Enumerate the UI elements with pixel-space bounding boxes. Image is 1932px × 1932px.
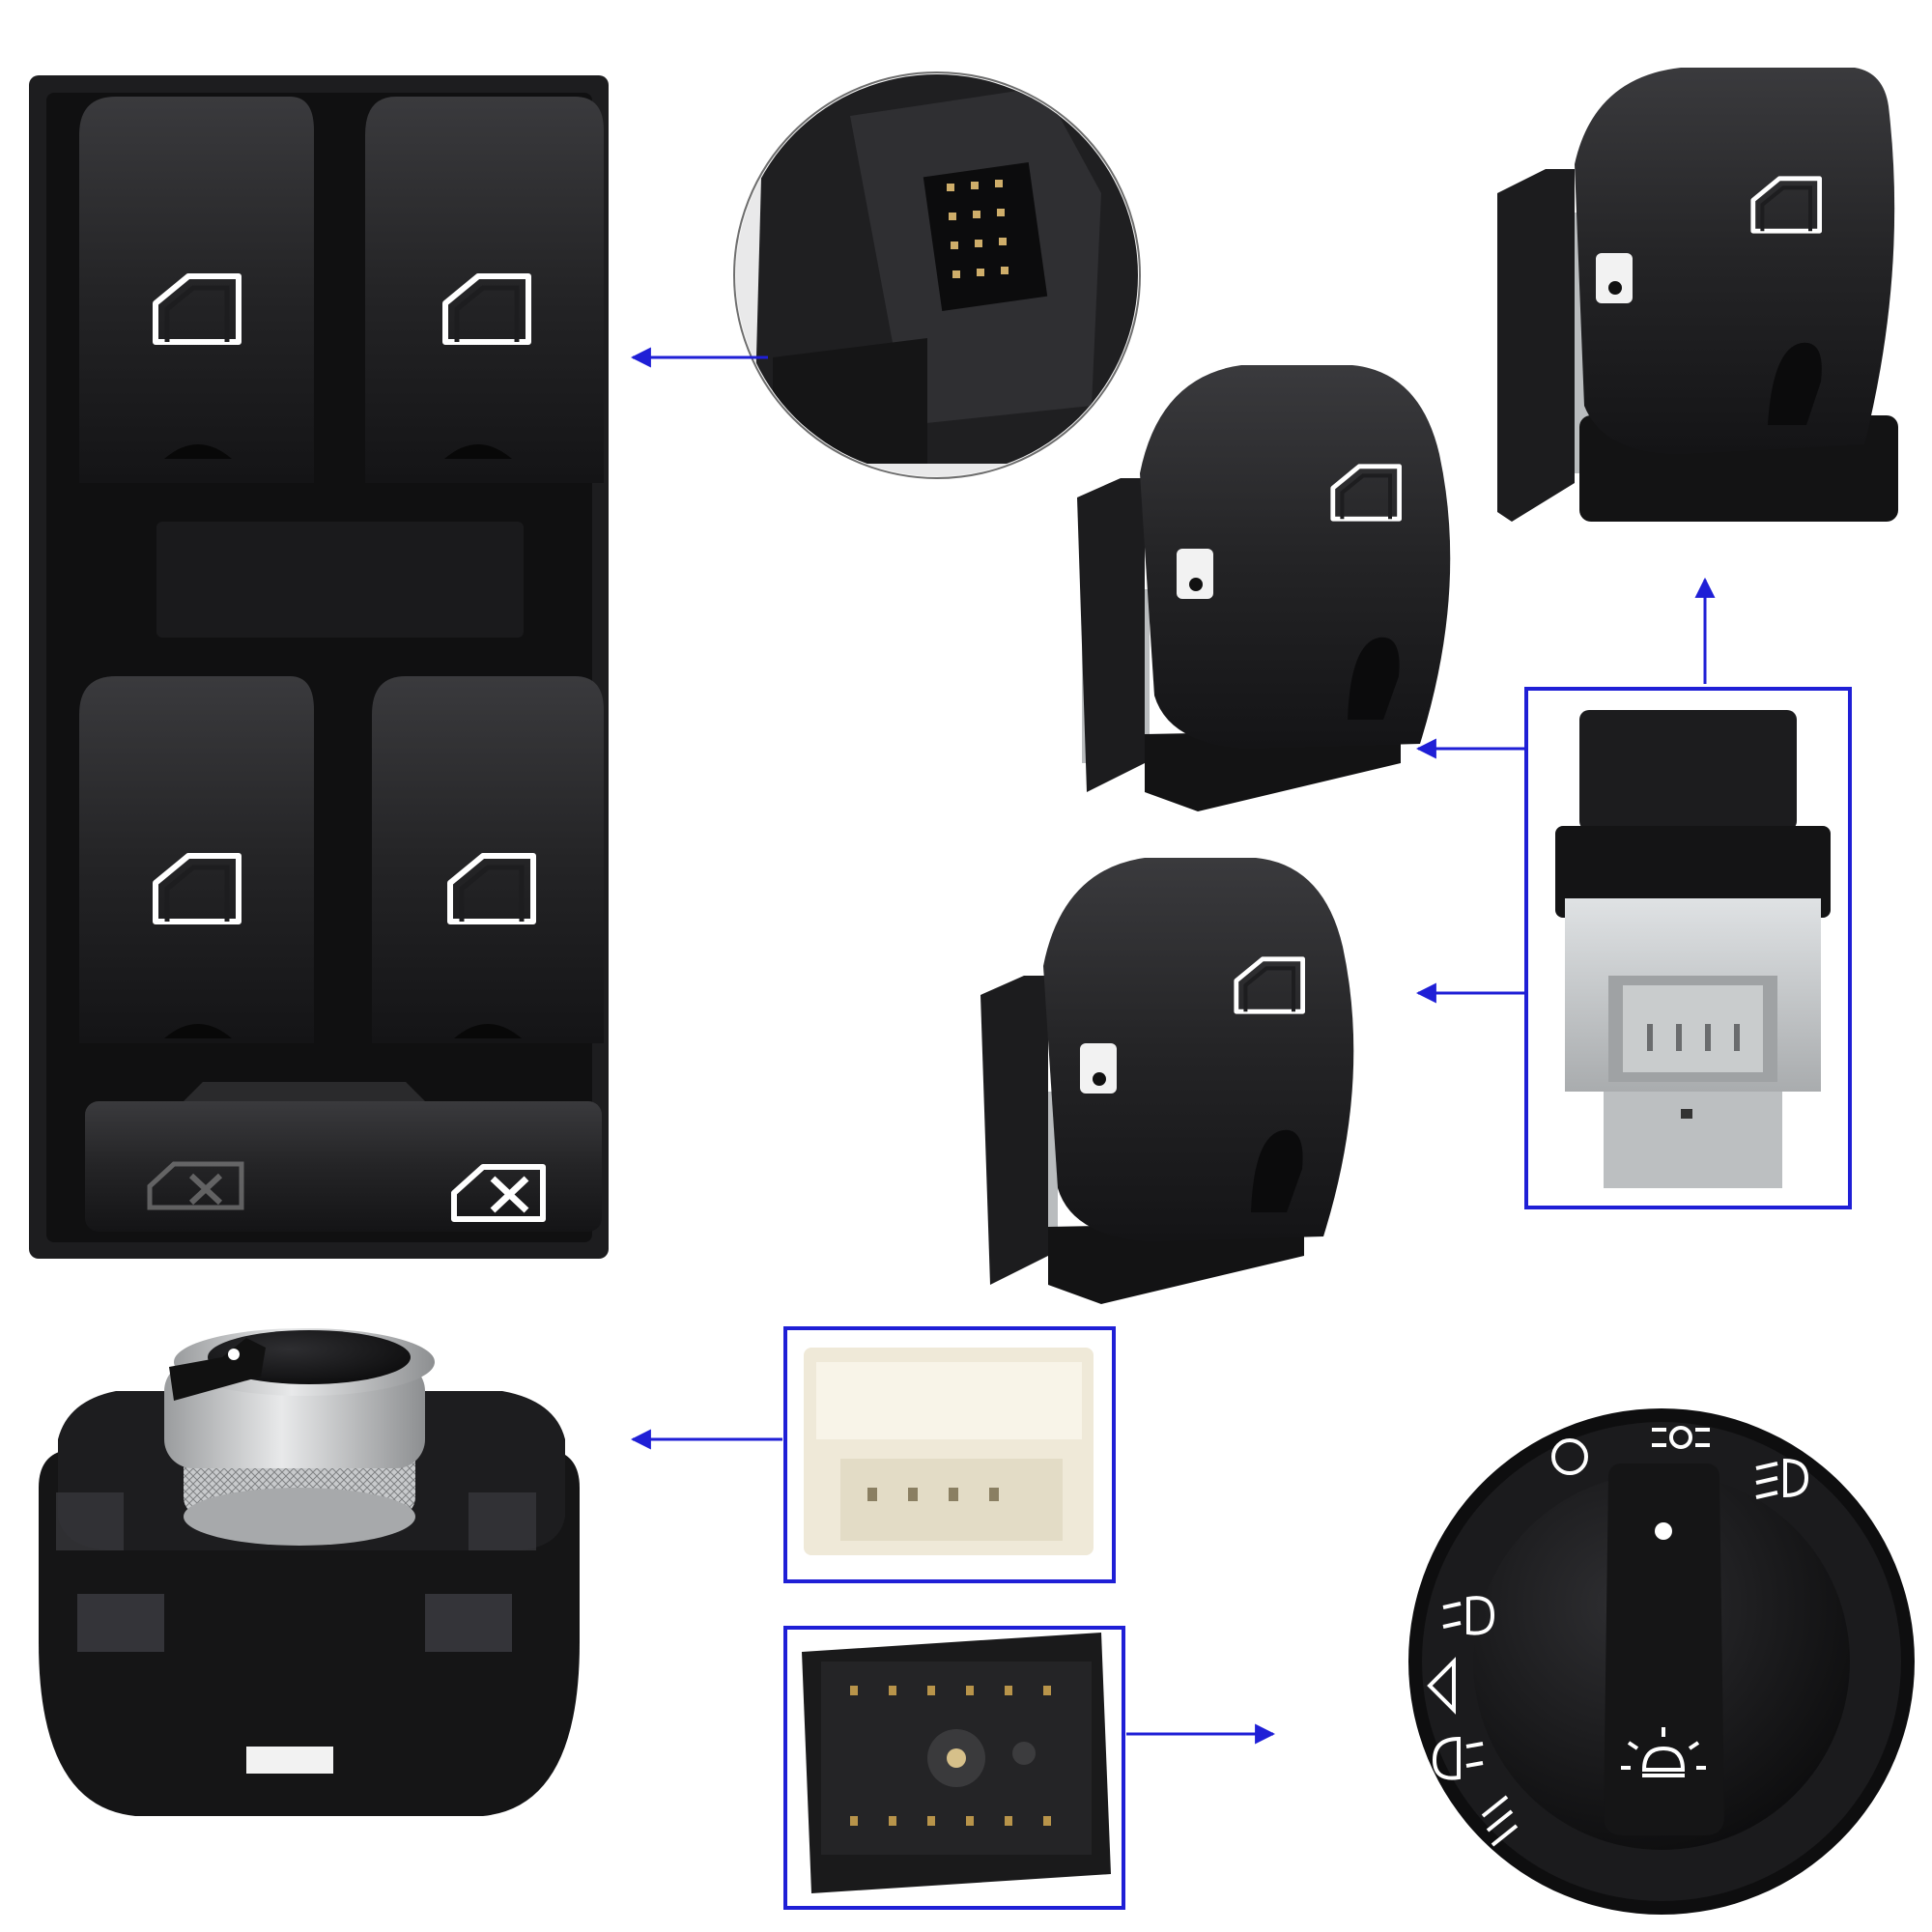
lock-window-icon-right (451, 1164, 546, 1222)
headlight-connector (783, 1626, 1125, 1910)
mirror-adjust-knob (39, 1328, 580, 1816)
knob-indicator-dot (1655, 1522, 1672, 1540)
headlight-switch (1408, 1408, 1915, 1915)
single-window-switch-2 (1077, 365, 1451, 811)
window-button-front-right[interactable] (365, 97, 604, 483)
headlight-bulb-icon (1621, 1727, 1706, 1777)
side-marker-icon (1427, 1657, 1456, 1715)
window-button-front-left[interactable] (79, 97, 314, 483)
window-button-rear-left[interactable] (79, 676, 314, 1043)
fog-light-rear-icon (1432, 1736, 1484, 1780)
main-window-switch (29, 75, 609, 1259)
single-window-switch-3 (980, 858, 1354, 1304)
fog-light-front-icon (1442, 1596, 1495, 1635)
switch-connector-view (1524, 687, 1852, 1209)
connector-closeup (733, 71, 1141, 479)
child-lock-button[interactable] (85, 1082, 602, 1232)
single-window-switch-1 (1497, 68, 1898, 522)
mirror-connector (783, 1326, 1116, 1583)
connector-pins (947, 180, 1009, 278)
parking-light-icon (1652, 1426, 1710, 1449)
lock-window-icon-left (147, 1161, 244, 1210)
blank-plate (156, 522, 524, 638)
off-icon (1551, 1438, 1588, 1475)
auto-headlight-icon (1481, 1795, 1519, 1847)
window-button-rear-right[interactable] (372, 676, 604, 1043)
low-beam-icon (1755, 1458, 1809, 1499)
